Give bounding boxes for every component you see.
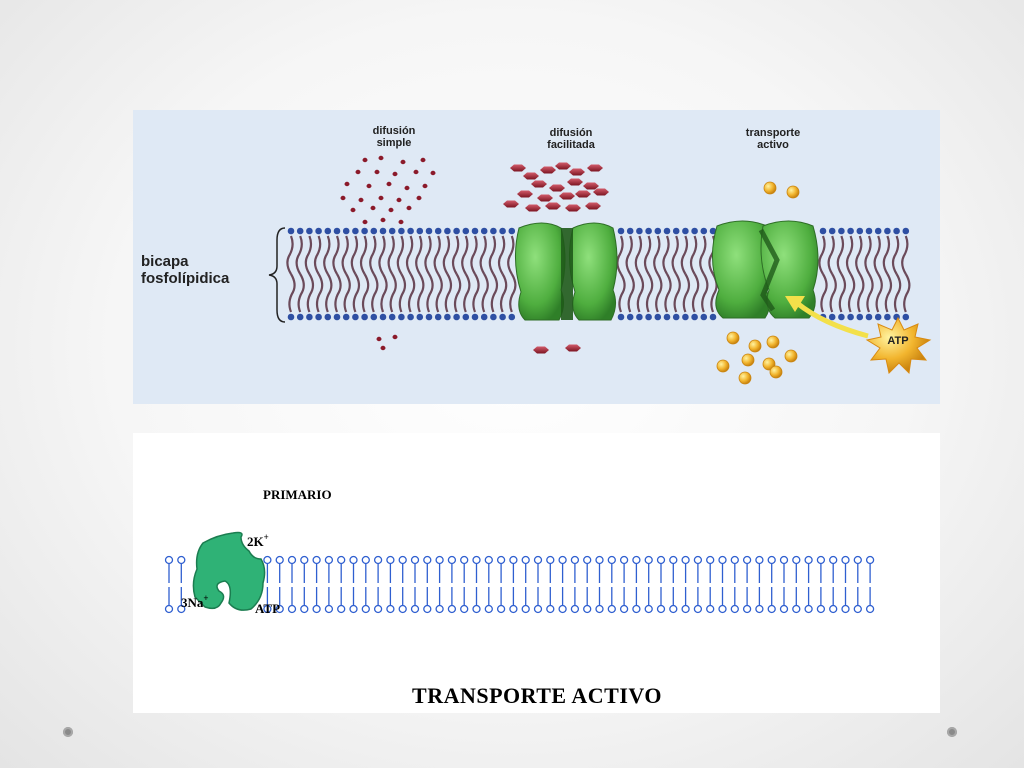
- atp-starburst: ATP: [865, 316, 932, 375]
- figure-title: TRANSPORTE ACTIVO: [412, 683, 662, 708]
- bilayer-bracket: [268, 227, 286, 323]
- sodium-potassium-pump: [192, 531, 266, 611]
- membrane-transport-figure: ATP difusión simple difusión facilitada …: [133, 110, 940, 404]
- carrier-pump-protein: [711, 220, 819, 319]
- label-active-transport-1: transporte: [746, 127, 800, 139]
- simple-membrane: [164, 555, 875, 614]
- sodium-potassium-pump-diagram: PRIMARIO 2K+ 3Na+ ATP TRANSPORTE ACTIVO: [164, 487, 875, 708]
- primary-active-transport-figure: PRIMARIO 2K+ 3Na+ ATP TRANSPORTE ACTIVO: [133, 433, 940, 713]
- label-simple-diffusion-2: simple: [377, 137, 412, 149]
- ion-sodium: 3Na+: [181, 593, 209, 610]
- label-active-transport-2: activo: [757, 139, 789, 151]
- slide-decoration-dot-left: [63, 727, 73, 737]
- active-transport-solutes: [716, 181, 800, 385]
- label-bilayer-2: fosfolípidica: [141, 270, 230, 287]
- facilitated-diffusion-molecules: [503, 162, 609, 354]
- label-atp: ATP: [255, 601, 280, 616]
- label-facilitated-diffusion-2: facilitada: [547, 139, 596, 151]
- label-facilitated-diffusion-1: difusión: [550, 127, 593, 139]
- atp-label: ATP: [887, 335, 908, 347]
- channel-protein: [514, 222, 618, 321]
- ion-potassium: 2K+: [247, 532, 269, 549]
- membrane-transport-diagram: ATP difusión simple difusión facilitada …: [141, 125, 932, 385]
- phospholipid-bilayer: [286, 227, 911, 321]
- label-simple-diffusion-1: difusión: [373, 125, 416, 137]
- subtitle-primary: PRIMARIO: [263, 487, 332, 502]
- simple-diffusion-molecules: [340, 155, 436, 351]
- label-bilayer-1: bicapa: [141, 253, 189, 270]
- slide-decoration-dot-right: [947, 727, 957, 737]
- atp-arrow: [785, 296, 869, 339]
